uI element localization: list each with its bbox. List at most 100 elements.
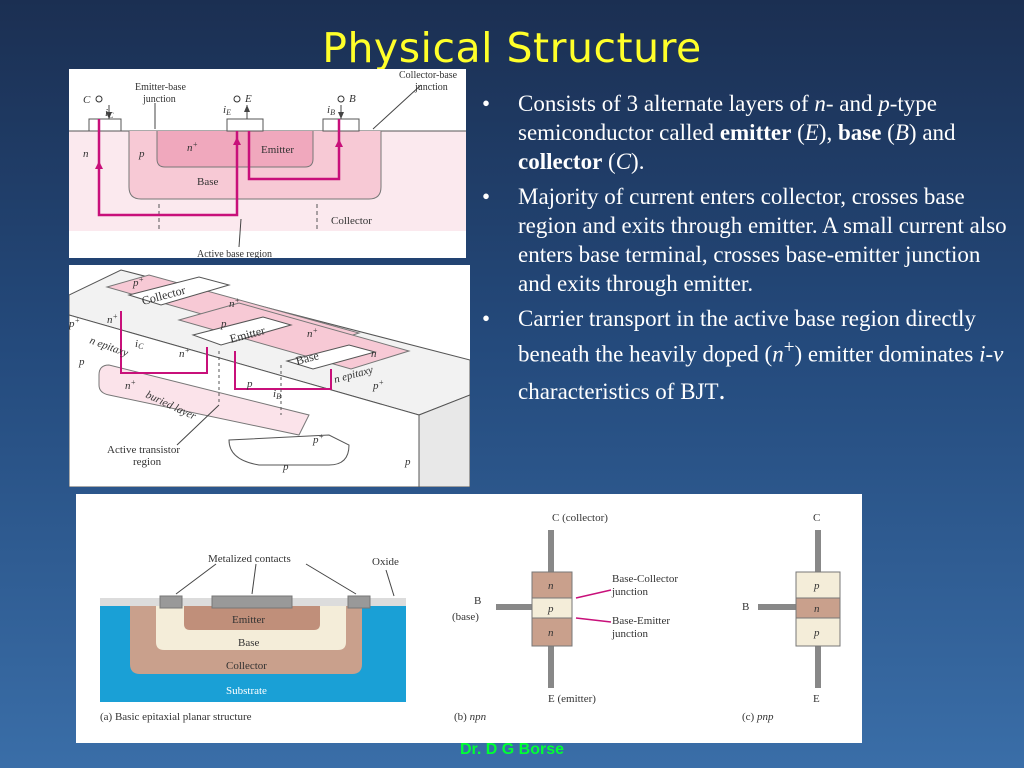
npn-base-text: (base) [452,611,479,623]
emitter-label: Emitter [261,144,294,156]
ic-current-path [120,311,208,374]
substrate-label: Substrate [226,685,267,697]
n-plus-label-2: n+ [307,326,318,340]
npn-emitter-layer [531,617,573,647]
p-plus-bottom-label: p+ [312,432,324,446]
base-contact [322,118,360,132]
base-label: Base [238,637,260,649]
base-contact-block [285,344,377,370]
contact-1 [159,595,183,609]
pnp-emitter-layer [795,617,841,647]
pnp-collector-lead [815,530,821,572]
active-region-pointer [176,404,220,446]
cb-junction-label-2: junction [414,82,448,93]
terminal-e-label: E [244,93,252,105]
n-label: n [371,348,377,360]
eb-junction-label-1: Emitter-base [135,82,186,93]
p-label-2: p [246,378,253,390]
bullet-1: Consists of 3 alternate layers of n- and… [478,89,1008,176]
bc-junction-pointer [575,589,612,599]
contact-2 [211,595,293,609]
p-left-label: p [78,356,85,368]
bullet-list: Consists of 3 alternate layers of n- and… [478,89,1008,412]
metal-pointer-2 [251,563,257,595]
ib-label: iB [327,104,335,117]
cb-junction-pointer [372,84,422,130]
p-label-1: p [220,318,227,330]
planar-structure-figure: Metalized contacts Oxide Emitter Base Co… [76,494,862,743]
npn-c-label: C (collector) [552,512,608,524]
p-plus-left-label: p+ [69,316,80,330]
contact-3 [347,595,371,609]
n-plus-left-label: n+ [107,312,118,326]
ib-current-path [234,351,332,390]
pnp-collector-layer [795,571,841,599]
npn-e-label: E (emitter) [548,693,596,705]
be-junction-pointer [575,617,612,623]
cross-section-diagram: C iC Emitter-base junction iE E iB B Col… [69,70,466,258]
ic-label: iC [135,338,144,351]
bc-junction-label-1: Base-Collector [612,573,678,585]
pnp-base-lead [758,604,796,610]
eb-junction-label-2: junction [142,94,176,105]
base-label: Base [197,176,219,188]
p-label: p [138,148,145,160]
pnp-c-label: C [813,512,820,524]
metal-pointer-1 [175,563,217,595]
bullet-3: Carrier transport in the active base reg… [478,304,1008,406]
collector-label: Collector [331,215,372,227]
npn-base-lead [496,604,532,610]
npn-collector-lead [548,530,554,572]
planar-and-symbols-diagram: Metalized contacts Oxide Emitter Base Co… [100,512,841,723]
n-plus-label-3: n+ [179,346,190,360]
emitter-contact [226,118,264,132]
pnp-n-mid: n [814,603,820,615]
caption-a: (a) Basic epitaxial planar structure [100,711,252,723]
collector-label: Collector [226,660,267,672]
oxide-pointer [385,569,395,597]
n-plus-label-1: n+ [229,296,240,310]
p-bottom-label-1: p [282,461,289,473]
npn-p-mid: p [547,603,554,615]
p-plus-top-label: p+ [132,275,144,289]
metal-pointer-3 [305,563,357,595]
pnp-emitter-lead [815,646,821,688]
pnp-b-label: B [742,601,749,613]
active-base-region-label: Active base region [197,249,272,258]
n-plus-label: n+ [187,140,198,154]
active-base-pointer [238,218,242,248]
emitter-contact-block [191,316,293,346]
emitter-layer [184,606,320,630]
n-plus-buried-label: n+ [125,378,136,392]
collector-contact-block [127,276,231,306]
npn-emitter-lead [548,646,554,688]
be-junction-label-1: Base-Emitter [612,615,670,627]
active-region-label-1: Active transistor [107,444,180,456]
terminal-b-label: B [349,93,356,105]
author-footer: Dr. D G Borse [459,741,565,758]
metalized-contacts-label: Metalized contacts [208,553,291,565]
be-junction-label-2: junction [611,628,649,640]
slide-title: Physical Structure [322,24,702,72]
emitter-region [156,131,314,168]
ic-label: iC [105,107,114,120]
emitter-label: Emitter [232,614,265,626]
caption-b: (b) npn [454,711,487,723]
npn-b-label: B [474,595,481,607]
terminal-c-label: C [83,94,91,106]
npn-n-bottom: n [548,627,554,639]
pnp-e-label: E [813,693,820,705]
integrated-structure-diagram: p+ Collector n+ p Emitter n+ Base p+ n+ … [69,269,470,487]
oxide-label: Oxide [372,556,399,568]
integrated-structure-figure: p+ Collector n+ p Emitter n+ Base p+ n+ … [69,265,470,487]
active-region-label-2: region [133,456,162,468]
base-label: Base [294,348,320,368]
p-plus-right-label: p+ [372,378,384,392]
caption-c: (c) pnp [742,711,774,723]
npn-n-top: n [548,580,554,592]
bc-junction-label-2: junction [611,586,649,598]
ib-label: iB [273,388,281,401]
buried-layer-region [98,364,310,436]
collector-contact [88,118,122,132]
cb-junction-label-1: Collector-base [399,70,458,81]
